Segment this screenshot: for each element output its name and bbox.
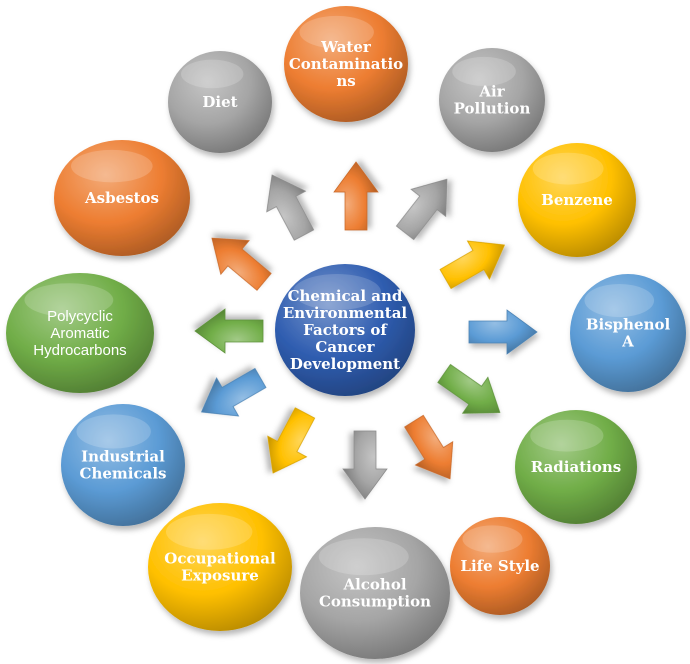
node-water-contaminations-label-line: Water — [320, 38, 372, 56]
node-occupational-exposure-label-line: Occupational — [164, 550, 276, 568]
node-radiations-label-line: Radiations — [531, 458, 621, 476]
node-water-contaminations-label-line: ns — [336, 72, 355, 90]
center-label-line: Chemical and — [288, 287, 403, 305]
node-alcohol-consumption-circle — [300, 527, 450, 659]
node-bisphenol-a-label-line: Bisphenol — [586, 316, 671, 334]
node-radiations: Radiations — [515, 410, 637, 524]
node-benzene-circle — [518, 143, 636, 257]
node-occupational-exposure-gloss — [166, 513, 253, 550]
arrow-polycyclic-aromatic-hydrocarbons — [194, 308, 264, 354]
arrow-occupational-exposure — [267, 407, 316, 474]
node-industrial-chemicals-label-line: Chemicals — [80, 465, 167, 483]
arrow-bisphenol-a — [468, 309, 538, 355]
node-benzene-gloss — [532, 152, 604, 185]
node-air-pollution-circle — [439, 48, 545, 152]
node-life-style-label-line: Life Style — [460, 557, 539, 575]
node-diet-gloss — [181, 59, 244, 89]
node-diet-label-line: Diet — [202, 93, 237, 111]
arrow-air-pollution — [395, 178, 448, 241]
arrow-radiations — [437, 363, 501, 414]
node-bisphenol-a-gloss — [584, 284, 655, 318]
node-water-contaminations-label-line: Contaminatio — [289, 55, 403, 73]
arrows-layer — [194, 161, 538, 500]
node-polycyclic-aromatic-hydrocarbons-label-line: Hydrocarbons — [33, 342, 126, 359]
node-life-style: Life Style — [450, 517, 550, 615]
center-label-line: Factors of — [303, 321, 388, 339]
arrow-asbestos — [211, 237, 272, 291]
arrow-industrial-chemicals — [200, 367, 267, 417]
center-label-line: Environmental — [283, 304, 408, 322]
node-radiations-gloss — [530, 419, 604, 452]
arrow-alcohol-consumption — [342, 430, 388, 500]
arrow-diet — [266, 174, 315, 241]
arrow-life-style — [404, 414, 454, 480]
center-label-line: Cancer — [315, 338, 375, 356]
node-diet: Diet — [168, 51, 272, 153]
node-diet-circle — [168, 51, 272, 153]
node-industrial-chemicals-label-line: Industrial — [81, 448, 165, 466]
node-alcohol-consumption-gloss — [318, 538, 409, 576]
node-asbestos-label-line: Asbestos — [84, 189, 159, 207]
node-industrial-chemicals-gloss — [76, 414, 151, 449]
node-benzene-label-line: Benzene — [541, 191, 613, 209]
node-asbestos-gloss — [71, 149, 153, 183]
node-occupational-exposure-circle — [148, 503, 292, 631]
node-water-contaminations-gloss — [299, 15, 374, 49]
node-water-contaminations-circle — [284, 6, 408, 122]
node-polycyclic-aromatic-hydrocarbons-circle — [6, 273, 154, 393]
node-air-pollution-label-line: Pollution — [454, 100, 531, 118]
node-air-pollution-label-line: Air — [478, 83, 505, 101]
node-alcohol-consumption-label-line: Consumption — [319, 593, 431, 611]
node-air-pollution-gloss — [452, 56, 516, 86]
node-radiations-circle — [515, 410, 637, 524]
node-alcohol-consumption-label-line: Alcohol — [342, 576, 406, 594]
node-bisphenol-a-label-line: A — [621, 333, 634, 351]
arrow-water-contaminations — [333, 161, 379, 231]
nodes-layer: WaterContaminationsAirPollutionBenzeneBi… — [6, 6, 686, 659]
node-asbestos-circle — [54, 140, 190, 256]
node-asbestos: Asbestos — [54, 140, 190, 256]
node-occupational-exposure-label-line: Exposure — [181, 567, 259, 585]
node-life-style-gloss — [462, 525, 523, 553]
center-circle — [275, 264, 415, 396]
node-bisphenol-a-circle — [570, 274, 686, 392]
center-label-line: Development — [290, 355, 400, 373]
node-polycyclic-aromatic-hydrocarbons-label-line: Polycyclic — [47, 308, 113, 325]
center-gloss — [293, 274, 381, 310]
node-industrial-chemicals-circle — [61, 404, 185, 526]
node-polycyclic-aromatic-hydrocarbons-gloss — [24, 283, 114, 317]
arrow-benzene — [439, 240, 506, 290]
node-polycyclic-aromatic-hydrocarbons-label-line: Aromatic — [50, 325, 110, 342]
node-life-style-circle — [450, 517, 550, 615]
node-benzene: Benzene — [518, 143, 636, 257]
